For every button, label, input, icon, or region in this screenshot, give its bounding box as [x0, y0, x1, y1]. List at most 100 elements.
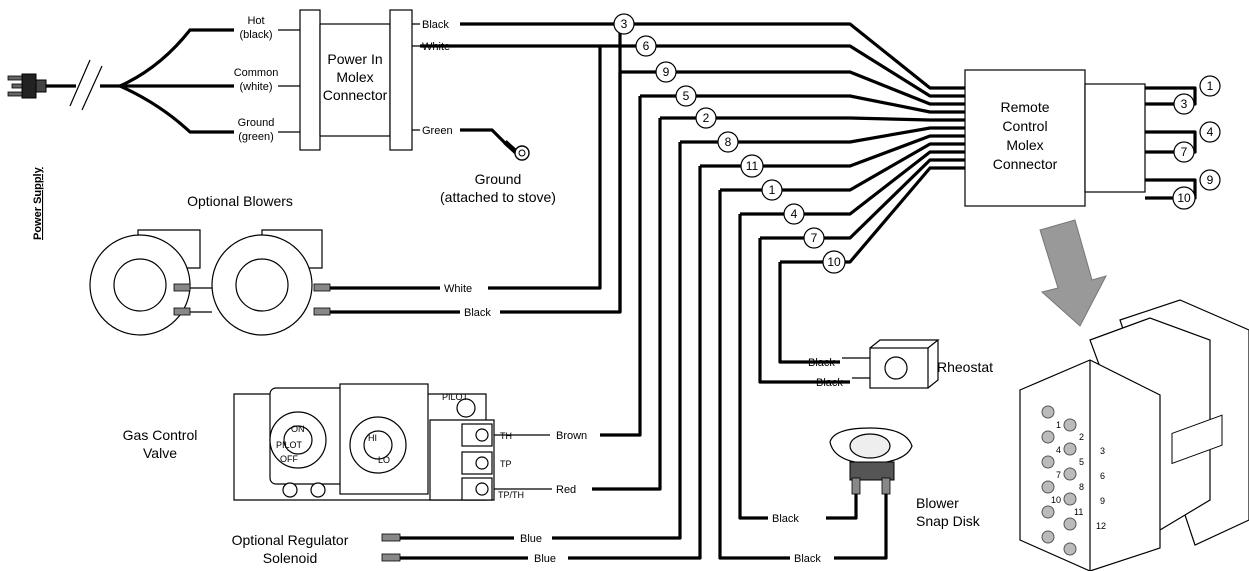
svg-text:4: 4	[1207, 125, 1214, 139]
svg-text:3: 3	[621, 17, 628, 31]
wire-number-2: 2	[695, 107, 717, 129]
ground-lug: Ground (attached to stove)	[440, 128, 556, 205]
ground-lug-title: Ground	[475, 171, 522, 187]
blower-white-label: White	[444, 283, 472, 295]
lo-mark: LO	[378, 455, 390, 465]
power-out-black-label: Black	[422, 19, 449, 31]
remote-title-4: Connector	[993, 156, 1058, 172]
pin-8: 8	[1079, 482, 1084, 492]
regulator-blue-1: Blue	[520, 533, 542, 545]
hi-mark: HI	[368, 433, 377, 443]
rheostat-title: Rheostat	[937, 359, 993, 375]
wire-number-9: 9	[655, 61, 677, 83]
svg-text:10: 10	[827, 255, 841, 269]
rheostat-knob-icon	[884, 356, 908, 380]
svg-text:6: 6	[643, 39, 650, 53]
plug-icon	[7, 73, 47, 99]
blower-snap-disk: Black Black Blower Snap Disk	[718, 190, 981, 565]
snap-disk-black-2: Black	[794, 553, 821, 565]
remote-connector-body	[964, 69, 1086, 207]
output-wire-7: 7	[1173, 141, 1195, 163]
regulator-title-2: Solenoid	[263, 550, 318, 566]
optional-regulator-solenoid: Optional Regulator Solenoid Blue Blue	[232, 142, 702, 566]
wire-number-3: 3	[613, 13, 635, 35]
snap-disk-title-2: Snap Disk	[916, 513, 981, 529]
wire-number-11: 11	[740, 154, 764, 178]
power-supply: Power Supply	[7, 28, 234, 240]
blower-left	[89, 229, 201, 336]
svg-text:10: 10	[1177, 191, 1191, 205]
svg-text:5: 5	[683, 89, 690, 103]
svg-text:8: 8	[725, 135, 732, 149]
pin-3: 3	[1100, 446, 1105, 456]
ground-label-2: (green)	[238, 131, 273, 143]
svg-text:11: 11	[746, 159, 759, 173]
regulator-connector-2	[381, 553, 401, 562]
rheostat: Black Black Rheostat	[758, 238, 993, 389]
blower-black-label: Black	[464, 307, 491, 319]
wire-number-4: 4	[783, 203, 805, 225]
gas-valve-title-1: Gas Control	[123, 427, 198, 443]
output-wire-4: 4	[1199, 121, 1221, 143]
ground-lug-subtitle: (attached to stove)	[440, 189, 556, 205]
svg-text:2: 2	[703, 111, 710, 125]
remote-title-3: Molex	[1006, 137, 1043, 153]
pilot-mark: PILOT	[276, 440, 303, 450]
remote-title-1: Remote	[1000, 99, 1049, 115]
power-in-socket-half	[389, 9, 413, 151]
rheostat-black-1: Black	[808, 357, 835, 369]
regulator-blue-2: Blue	[534, 553, 556, 565]
gas-valve-brown-label: Brown	[556, 430, 587, 442]
pin-10: 10	[1051, 495, 1061, 505]
regulator-title-1: Optional Regulator	[232, 532, 349, 548]
wire-number-8: 8	[717, 131, 739, 153]
regulator-connector-1	[381, 533, 401, 542]
power-out-green-label: Green	[422, 125, 453, 137]
wire-harness	[460, 22, 965, 312]
blower-right	[211, 229, 323, 336]
wire-number-6: 6	[635, 35, 657, 57]
optional-blowers: Optional Blowers White Black	[89, 24, 622, 336]
pin-12: 12	[1096, 521, 1106, 531]
power-in-title-3: Connector	[323, 87, 388, 103]
svg-text:3: 3	[1181, 97, 1188, 111]
svg-text:7: 7	[811, 231, 818, 245]
off-mark: OFF	[280, 454, 298, 464]
snap-disk-title-1: Blower	[916, 495, 959, 511]
svg-text:4: 4	[791, 207, 798, 221]
blowers-title: Optional Blowers	[187, 193, 293, 209]
gas-valve-red-label: Red	[556, 484, 576, 496]
power-in-title-1: Power In	[327, 51, 382, 67]
svg-text:1: 1	[769, 183, 776, 197]
wire-number-5: 5	[675, 85, 697, 107]
power-supply-label: Power Supply	[32, 166, 44, 240]
wire-number-10: 10	[822, 250, 846, 274]
svg-text:9: 9	[1207, 173, 1214, 187]
th-terminal-mark: TH	[500, 431, 512, 441]
tpth-terminal-mark: TP/TH	[498, 490, 524, 500]
molex-pins: 1 2 3 4 5 6 7 8 9 10 11 12	[1041, 405, 1106, 556]
gas-control-valve: Gas Control Valve ON OFF PILOT HI LO PIL…	[123, 96, 662, 501]
tp-terminal-mark: TP	[500, 459, 512, 469]
common-label-2: (white)	[239, 81, 272, 93]
on-mark: ON	[291, 424, 305, 434]
output-wire-10: 10	[1172, 186, 1196, 210]
svg-text:7: 7	[1181, 145, 1188, 159]
wire-number-7: 7	[803, 227, 825, 249]
pilot-port-mark: PILOT	[442, 392, 469, 402]
pin-6: 6	[1100, 471, 1105, 481]
pin-11: 11	[1074, 507, 1083, 517]
arrow-down-icon	[1039, 219, 1107, 327]
snap-disk-cap-icon	[849, 433, 891, 459]
svg-text:9: 9	[663, 65, 670, 79]
power-in-connector: Hot (black) Common (white) Ground (green…	[234, 9, 453, 151]
remote-connector-plug	[1084, 83, 1146, 193]
output-wire-9: 9	[1199, 169, 1221, 191]
pin-2: 2	[1079, 432, 1084, 442]
power-in-title-2: Molex	[336, 69, 373, 85]
snap-disk-black-1: Black	[772, 513, 799, 525]
pin-7: 7	[1056, 470, 1061, 480]
output-wire-1: 1	[1199, 75, 1221, 97]
pin-9: 9	[1100, 496, 1105, 506]
